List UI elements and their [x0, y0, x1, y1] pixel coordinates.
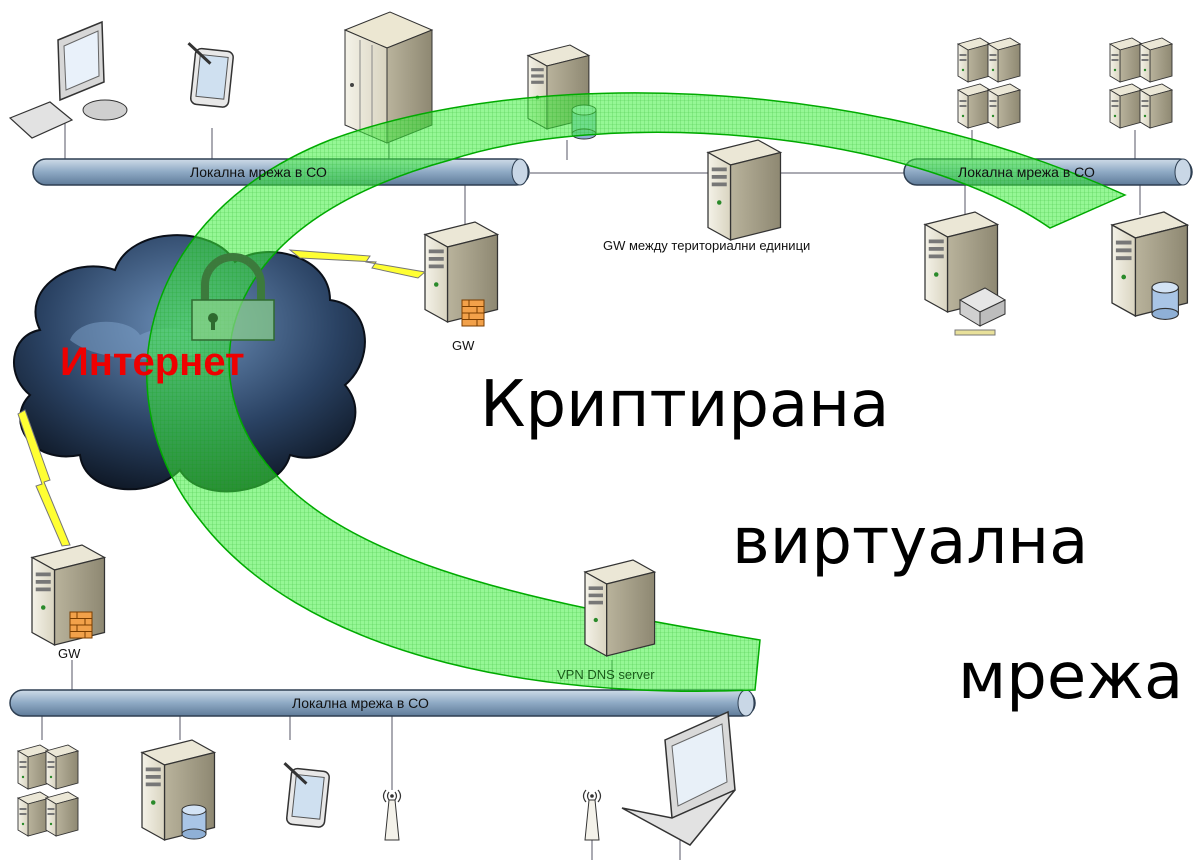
lan-label-bottom: Локална мрежа в СО [292, 695, 429, 711]
db-server-icon [141, 739, 216, 841]
gw-label-bottom: GW [58, 646, 81, 661]
lan-bus-bottom [9, 689, 756, 717]
printer-server-icon [924, 211, 1007, 336]
laptop-icon [621, 710, 736, 846]
headline-line-3: мрежа [958, 640, 1184, 714]
vpn-tunnel [146, 92, 1127, 692]
db-server-icon [1111, 211, 1189, 320]
lan-label-top-left: Локална мрежа в СО [190, 164, 327, 180]
desktop-pc-icon [8, 20, 128, 139]
server-stack-icon [957, 37, 1021, 129]
gateway-server-icon [31, 544, 106, 646]
gateway-server-icon [424, 221, 499, 327]
lightning-icon [17, 249, 427, 547]
headline-line-1: Криптирана [480, 368, 890, 442]
tablet-icon [276, 761, 332, 830]
lock-icon [191, 253, 275, 341]
gw-between-units-label: GW между териториални единици [603, 238, 811, 253]
gateway-between-units-server-icon [707, 139, 782, 241]
wifi-antenna-icon [382, 789, 402, 841]
vpn-dns-server-label: VPN DNS server [557, 667, 655, 682]
tablet-icon [180, 41, 236, 110]
vpn-dns-server-icon [584, 559, 656, 657]
server-stack-icon [17, 744, 79, 837]
wifi-antenna-icon [582, 789, 602, 841]
gw-label-top: GW [452, 338, 475, 353]
server-stack-icon [1109, 37, 1173, 129]
lan-label-top-right: Локална мрежа в СО [958, 164, 1095, 180]
internet-label: Интернет [60, 340, 245, 384]
headline-line-2: виртуална [732, 505, 1089, 579]
